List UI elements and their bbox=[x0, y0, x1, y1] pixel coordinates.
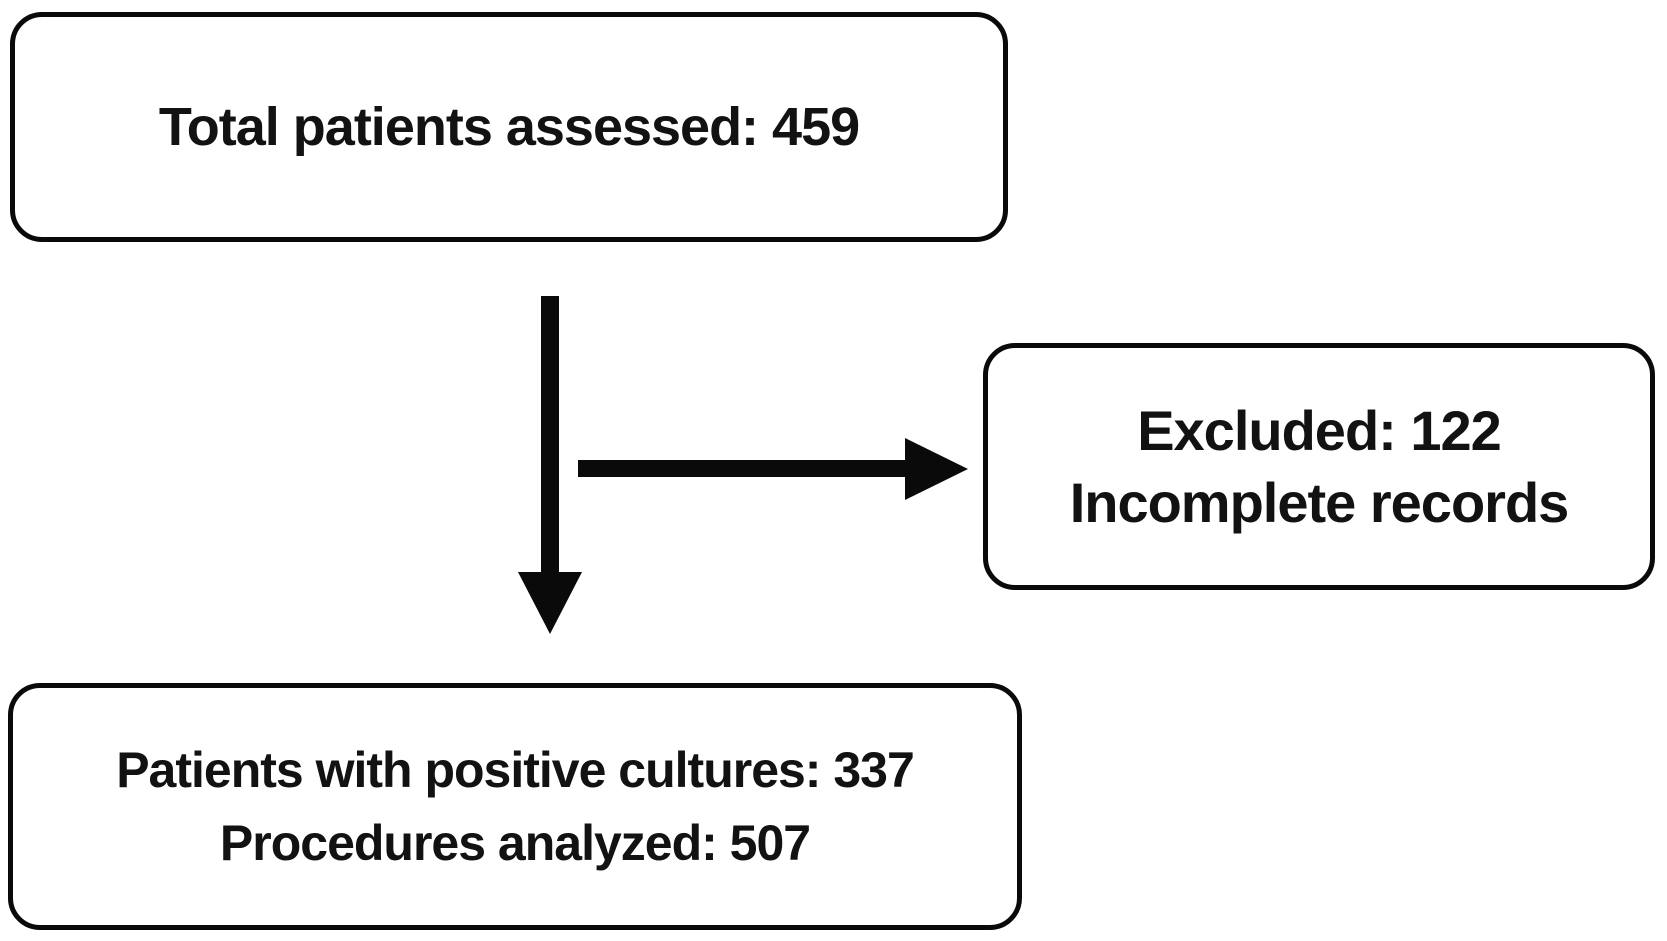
node-excluded: Excluded: 122 Incomplete records bbox=[983, 343, 1655, 590]
arrowhead-down-icon bbox=[518, 572, 582, 634]
excluded-reason-label: Incomplete records bbox=[1069, 470, 1570, 534]
arrow-down-line bbox=[541, 296, 559, 578]
procedures-analyzed-label: Procedures analyzed: 507 bbox=[219, 814, 811, 871]
total-patients-label: Total patients assessed: 459 bbox=[158, 97, 860, 157]
excluded-count-label: Excluded: 122 bbox=[1137, 398, 1502, 462]
positive-cultures-label: Patients with positive cultures: 337 bbox=[116, 742, 915, 798]
arrow-right-line bbox=[578, 460, 908, 477]
node-analyzed: Patients with positive cultures: 337 Pro… bbox=[8, 683, 1022, 930]
node-total-patients: Total patients assessed: 459 bbox=[10, 12, 1008, 242]
arrowhead-right-icon bbox=[905, 438, 968, 500]
